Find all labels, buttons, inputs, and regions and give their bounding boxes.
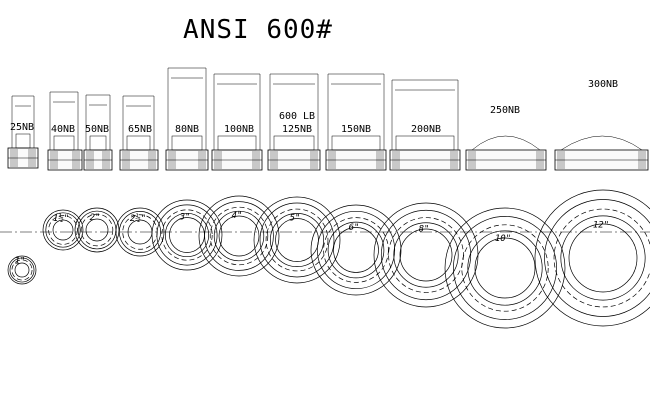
hub-outline (53, 135, 75, 151)
bolt-circle-ring (80, 213, 114, 247)
bolt-circle-ring (209, 206, 269, 266)
flange-face-ring (544, 199, 650, 317)
flange-face-ring (380, 209, 472, 301)
bolt-circle-ring (323, 217, 389, 283)
inch-size-label: 4" (232, 211, 243, 221)
flange-hub-arc (560, 135, 643, 151)
flange-outer-ring (534, 189, 650, 327)
bolt-circle-ring (48, 215, 78, 245)
bolt-circle-ring (461, 224, 549, 312)
bore-ring (52, 219, 74, 241)
drawing-title: ANSI 600# (183, 15, 333, 45)
bore-ring (14, 262, 30, 278)
bore-ring (568, 223, 638, 293)
bolt-circle-ring (11, 259, 33, 281)
nominal-bore-label: 250NB (490, 105, 520, 116)
hub-ring (560, 215, 646, 301)
flange-200nb: 200NB 8" (373, 79, 479, 308)
bore-ring (474, 237, 536, 299)
flange-face-ring (204, 201, 274, 271)
nominal-bore-label: 125NB (282, 124, 312, 135)
hub-outline (273, 135, 315, 151)
bolt-circle-ring (553, 208, 650, 308)
flange-25nb: 25NB 1" (7, 95, 39, 285)
bolt-circle-ring (161, 209, 213, 261)
hub-outline (331, 135, 381, 151)
flange-65nb: 65NB 2½" (115, 95, 165, 257)
hub-outline (217, 135, 257, 151)
flange-250nb: 250NB 10" (444, 105, 566, 329)
flange-face-ring (119, 211, 161, 253)
inch-size-label: 2" (90, 213, 101, 223)
inch-size-label: 10" (495, 234, 511, 244)
flange-outer-ring (444, 207, 566, 329)
flange-outer-ring (115, 207, 165, 257)
flange-hub-arc (471, 135, 541, 151)
inch-size-label: 1" (15, 257, 26, 267)
nominal-bore-label: 300NB (588, 79, 618, 90)
flange-100nb: 100NB 4" (198, 73, 280, 277)
bolt-circle-ring (265, 208, 329, 272)
flange-face-ring (45, 212, 81, 248)
inch-size-label: 1½" (53, 213, 69, 224)
flange-face-ring (9, 257, 35, 283)
bore-ring (399, 228, 453, 282)
nominal-bore-label: 80NB (175, 124, 199, 135)
pressure-class-note: 600 LB (279, 111, 315, 122)
flange-outer-ring (42, 209, 84, 251)
inch-size-label: 12" (593, 220, 609, 230)
nominal-bore-label: 65NB (128, 124, 152, 135)
flange-face-ring (453, 216, 557, 320)
nominal-bore-label: 200NB (411, 124, 441, 135)
hub-outline (15, 133, 31, 149)
inch-size-label: 6" (349, 223, 360, 233)
hub-ring (467, 230, 543, 306)
flange-face-ring (316, 210, 396, 290)
hub-ring (327, 221, 385, 279)
flange-50nb: 50NB 2" (74, 94, 120, 253)
flange-300nb: 300NB 12" (534, 79, 650, 327)
flange-outer-ring (151, 199, 223, 271)
flange-125nb: 125NB 600 LB 5" (253, 73, 341, 284)
flange-outer-ring (253, 196, 341, 284)
hub-ring (269, 212, 325, 268)
hub-outline (126, 135, 151, 151)
flange-150nb: 150NB 6" (310, 73, 402, 296)
nominal-bore-label: 25NB (10, 122, 34, 133)
hub-outline (171, 135, 203, 151)
flange-80nb: 80NB 3" (151, 67, 223, 271)
flange-outer-ring (373, 202, 479, 308)
flange-face-ring (156, 204, 218, 266)
hub-ring (164, 212, 210, 258)
hub-outline (395, 135, 455, 151)
flange-face-ring (259, 202, 335, 278)
flange-outer-ring (310, 204, 402, 296)
bore-ring (218, 215, 260, 257)
nominal-bore-label: 150NB (341, 124, 371, 135)
flange-40nb: 40NB 1½" (42, 91, 84, 251)
inch-size-label: 2½" (130, 213, 146, 224)
nominal-bore-label: 100NB (224, 124, 254, 135)
flange-outer-ring (7, 255, 37, 285)
hub-ring (213, 210, 265, 262)
inch-size-label: 3" (179, 212, 191, 222)
bore-ring (333, 227, 379, 273)
hub-ring (393, 222, 459, 288)
bore-ring (85, 218, 109, 242)
inch-size-label: 5" (290, 214, 301, 224)
flange-outer-ring (74, 207, 120, 253)
flange-outer-ring (198, 195, 280, 277)
inch-size-label: 8" (419, 225, 430, 235)
nominal-bore-label: 40NB (51, 124, 75, 135)
nominal-bore-label: 50NB (85, 124, 109, 135)
hub-outline (89, 135, 107, 151)
